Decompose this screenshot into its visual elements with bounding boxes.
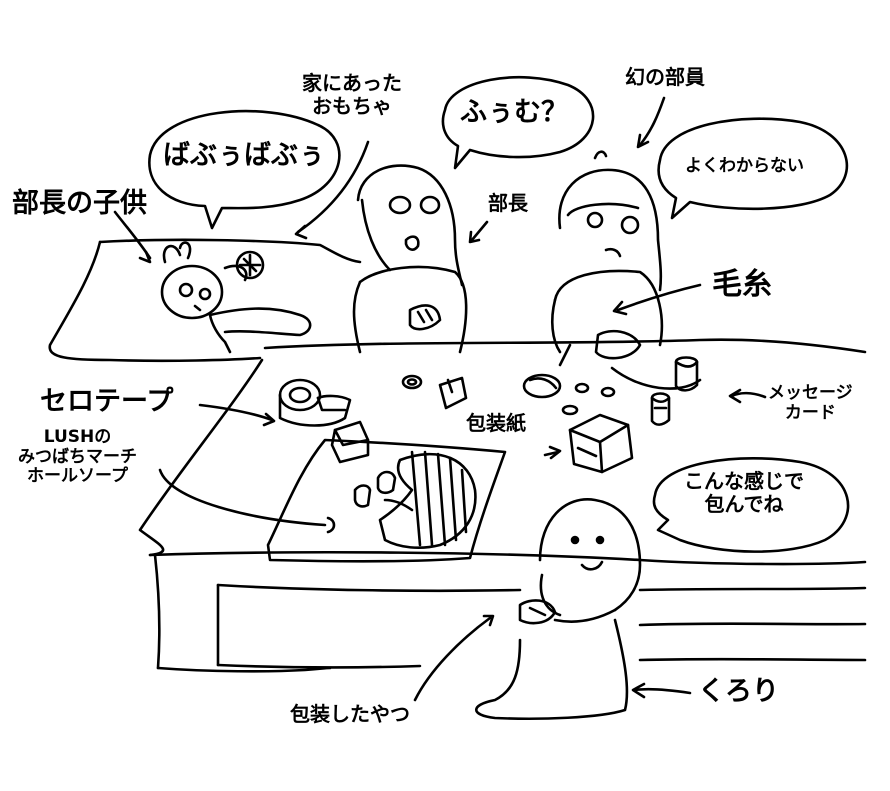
label-ie-ni-atta: 家にあった おもちゃ [302,72,402,118]
wrapping-cloth [266,438,507,563]
label-ie-ni-atta-line1: 家にあった [302,71,402,95]
label-bucho: 部長 [488,191,528,215]
label-konna-kanji-line1: こんな感じで [684,469,804,493]
kurori-figure [474,498,642,721]
label-lush-line2: みつばちマーチ [18,446,137,467]
label-lush: LUSHの みつばちマーチ ホールソープ [18,427,137,487]
whole-soap [378,450,477,550]
label-housoushi: 包装紙 [466,411,526,435]
label-bucho-no-kodomo: 部長の子供 [12,188,147,219]
soap-pieces [330,420,397,508]
label-keito: 毛糸 [712,267,772,302]
speech-bubble-konna-kanji [652,457,850,553]
child-figure [160,241,312,354]
label-kurori: くろり [698,676,779,707]
label-message-card: メッセージ カード [768,383,853,423]
label-lush-line1: LUSHの [43,427,112,447]
small-items-on-table [401,356,699,426]
label-message-line1: メッセージ [768,383,853,403]
label-fuumu: ふぅむ？ [460,97,568,128]
label-konna-kanji: こんな感じで 包んでね [684,470,804,516]
sellotape [278,378,352,427]
phantom-member-figure [550,150,664,367]
label-konna-kanji-line2: 包んでね [704,492,784,516]
speech-bubble-babuu [148,109,341,230]
speech-bubble-fuumu [441,75,595,170]
label-ie-ni-atta-line2: おもちゃ [312,94,392,118]
label-maboroshi-no-buin: 幻の部員 [625,65,705,89]
label-serotepu: セロテープ [40,386,174,417]
label-yoku-wakaranai: よくわからない [685,156,804,176]
label-message-line2: カード [784,402,836,423]
label-babuu: ばぶぅばぶぅ [163,140,325,171]
table [138,358,867,673]
label-housou-shita-yatsu: 包装したやつ [290,702,410,726]
toy [235,250,265,280]
bucho-figure [352,164,468,354]
label-lush-line3: ホールソープ [27,466,128,487]
wrapping-paper-box [568,413,634,474]
speech-bubble-yoku-wakaranai [657,117,848,220]
